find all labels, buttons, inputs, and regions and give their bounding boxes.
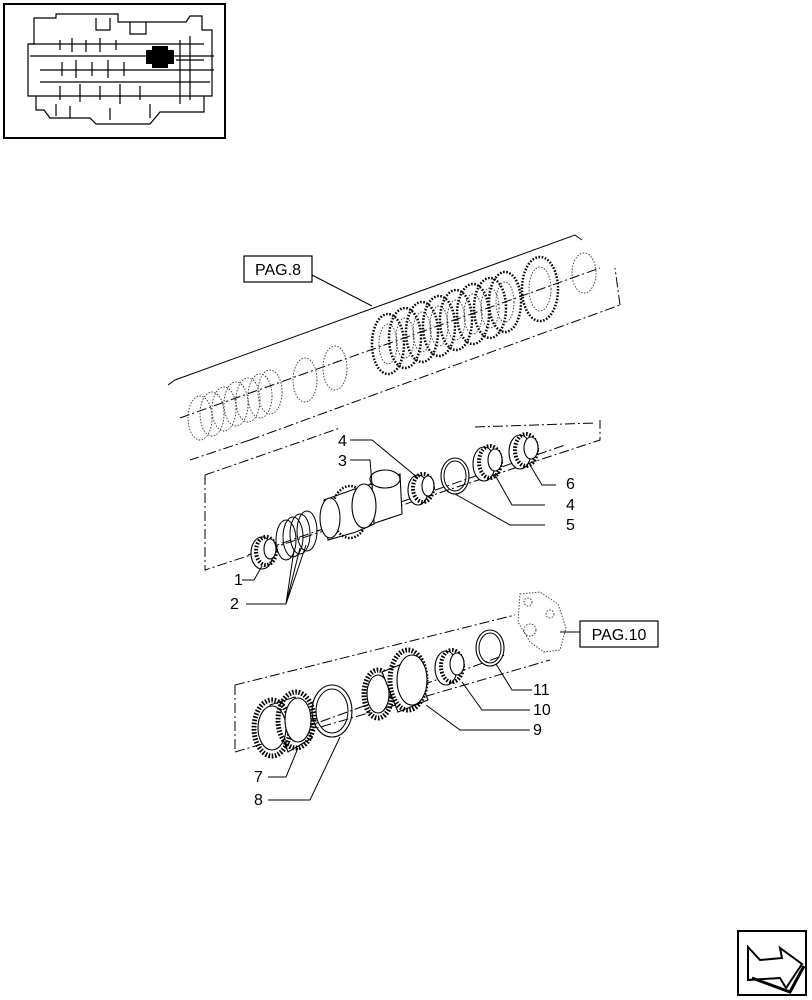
callout-7: 7 <box>254 769 263 786</box>
gear-7 <box>251 689 317 759</box>
callout-8: 8 <box>254 792 263 809</box>
callout-5: 5 <box>566 517 575 534</box>
needle-bearing-10 <box>434 648 465 686</box>
svg-text:PAG.10: PAG.10 <box>592 627 647 644</box>
callout-1: 1 <box>234 572 243 589</box>
double-gear-9 <box>361 647 429 721</box>
transmission-locator-thumbnail <box>3 3 226 139</box>
next-page-arrow-icon[interactable] <box>737 930 807 996</box>
gear-shaft-3 <box>319 469 403 541</box>
callout-4-lower: 4 <box>566 497 575 514</box>
ring-11 <box>475 629 505 667</box>
housing-ghost <box>517 591 567 653</box>
snap-ring-ghost-b <box>322 345 348 391</box>
callout-11: 11 <box>533 682 550 699</box>
callout-9: 9 <box>533 722 542 739</box>
end-gear-ghost <box>520 255 560 323</box>
gear-cluster-group: PAG.10 <box>234 591 659 809</box>
needle-bearing-4a <box>407 472 435 506</box>
needle-bearing-6 <box>508 432 539 470</box>
shaft-bearings-group: 1 2 3 4 6 4 5 <box>204 420 601 613</box>
spring-pack-ghost <box>187 369 283 441</box>
needle-bearing-4b <box>472 444 503 482</box>
needle-bearing-1 <box>250 535 278 570</box>
callout-4-upper: 4 <box>338 433 347 450</box>
svg-text:PAG.8: PAG.8 <box>255 262 301 279</box>
ring-8 <box>311 684 353 738</box>
callout-3: 3 <box>338 453 347 470</box>
callout-6: 6 <box>566 476 575 493</box>
snap-ring-ghost-a <box>292 357 318 403</box>
ring-5 <box>440 457 470 495</box>
callout-2: 2 <box>230 596 239 613</box>
reference-pag8[interactable]: PAG.8 <box>243 255 313 283</box>
friction-disc-stack <box>370 270 523 376</box>
callout-10: 10 <box>533 702 551 719</box>
end-ring-ghost <box>571 252 597 294</box>
clutch-pack-group: PAG.8 <box>167 234 621 461</box>
reference-pag10[interactable]: PAG.10 <box>560 620 659 648</box>
